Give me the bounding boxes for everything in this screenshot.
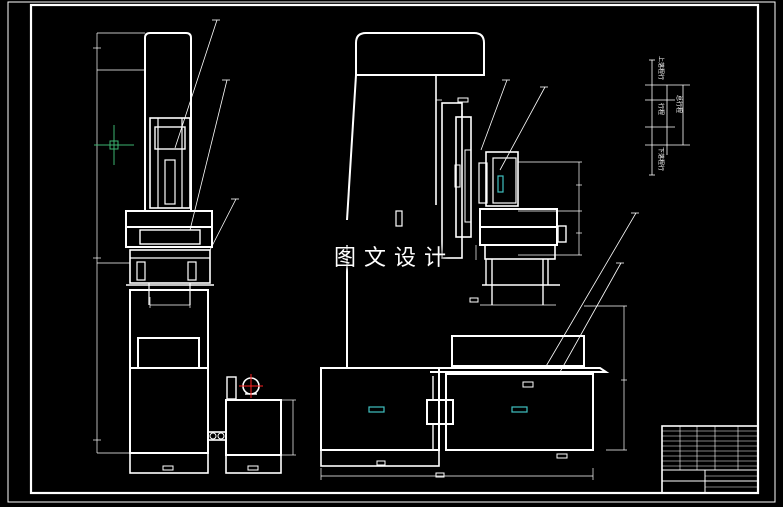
cad-crosshair-green	[94, 125, 134, 165]
side-view-machine	[125, 32, 282, 474]
stroke-label-lower: 下落程行	[657, 147, 665, 171]
stroke-diagram-labels: 上落程行 行程 下落程行 总行程	[657, 56, 683, 171]
watermark-text: 图文设计	[334, 246, 455, 271]
side-view-dimensions	[93, 32, 296, 456]
title-block	[661, 425, 759, 494]
front-view-machine	[320, 32, 610, 478]
front-view-dimensions	[320, 161, 627, 480]
stroke-label-upper: 上落程行	[657, 56, 665, 80]
front-view-leaders	[436, 79, 639, 373]
stroke-label-middle: 行程	[657, 103, 665, 115]
side-view-leaders	[174, 19, 239, 251]
stroke-label-total: 总行程	[675, 95, 683, 113]
cad-crosshair-red	[239, 374, 263, 398]
front-view-cyan-marks	[368, 175, 528, 413]
stroke-diagram	[645, 59, 690, 176]
drawing-frame	[7, 1, 776, 503]
